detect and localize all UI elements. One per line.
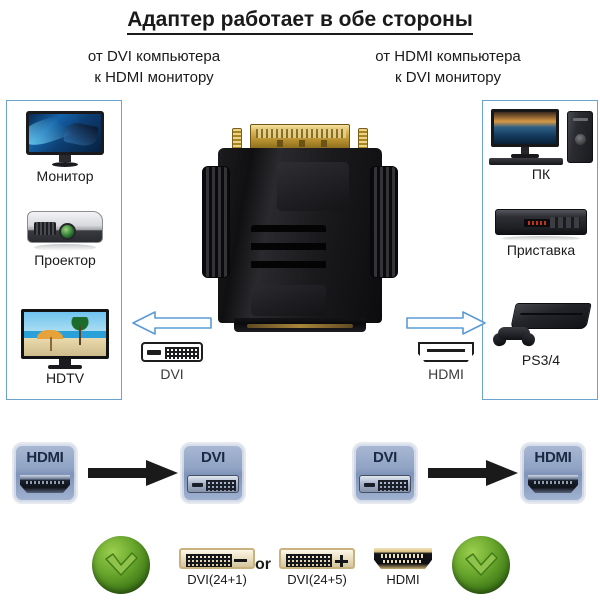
subtitle-right-line2: к DVI монитору <box>395 69 501 86</box>
adapter-thumbscrew-right <box>358 128 368 150</box>
adapter-body <box>218 148 382 323</box>
dvi-port-icon <box>187 475 239 493</box>
set-top-box-icon <box>483 209 599 241</box>
right-devices-panel: ПК Приставка PS3/4 <box>482 100 598 400</box>
footer-dvi-24-5: DVI(24+5) <box>272 548 362 587</box>
dvi-24-5-label: DVI(24+5) <box>287 572 347 587</box>
hdmi-port-icon <box>20 475 70 493</box>
dvi-port-icon <box>359 475 411 493</box>
badge-hdmi-target: HDMI <box>520 442 586 504</box>
adapter-grip-right <box>370 166 398 278</box>
dvi-24-1-label: DVI(24+1) <box>187 572 247 587</box>
badge-hdmi-source: HDMI <box>12 442 78 504</box>
flow-left: DVI <box>124 310 220 382</box>
subtitle-left-line1: от DVI компьютера <box>87 48 221 65</box>
device-set-top-box: Приставка <box>483 209 599 258</box>
checkmark-glyph-right <box>465 552 498 576</box>
footer-hdmi-label: HDMI <box>386 572 420 587</box>
green-check-icon-right <box>452 536 510 594</box>
device-set-top-box-label: Приставка <box>506 242 576 258</box>
arrow-left-icon <box>132 311 212 335</box>
flow-left-label: DVI <box>160 366 184 382</box>
projector-icon <box>7 211 123 251</box>
subtitle-right-line1: от HDMI компьютера <box>375 48 521 65</box>
badge-dvi-target: DVI <box>180 442 246 504</box>
adapter-thumbscrew-left <box>232 128 242 150</box>
badge-dvi-target-label: DVI <box>200 449 226 466</box>
device-hdtv-label: HDTV <box>45 370 85 386</box>
flow-right: HDMI <box>398 310 494 382</box>
green-check-icon-left <box>92 536 150 594</box>
footer-hdmi: HDMI <box>368 548 438 587</box>
dvi-24-1-connector-icon <box>179 548 255 569</box>
dvi-connector-icon <box>141 342 203 362</box>
subtitle-left: от DVI компьютера к HDMI монитору <box>24 46 284 88</box>
hdtv-icon <box>7 309 123 369</box>
device-pc: ПК <box>483 109 599 182</box>
device-monitor: Монитор <box>7 111 123 184</box>
badge-dvi-source-label: DVI <box>372 449 398 466</box>
subtitle-right: от HDMI компьютера к DVI монитору <box>318 46 578 88</box>
left-devices-panel: Монитор Проектор HDTV <box>6 100 122 400</box>
or-separator-label: or <box>255 556 271 573</box>
arrow-right-icon <box>406 311 486 335</box>
adapter-dvi-male-connector <box>250 124 350 150</box>
dvi-to-hdmi-adapter-photo <box>202 112 398 367</box>
computer-monitor-icon <box>7 111 123 167</box>
badge-dvi-source: DVI <box>352 442 418 504</box>
device-hdtv: HDTV <box>7 309 123 386</box>
page-title-text: Адаптер работает в обе стороны <box>127 8 473 35</box>
device-projector-label: Проектор <box>34 252 96 268</box>
desktop-pc-icon <box>483 109 599 165</box>
dvi-24-5-connector-icon <box>279 548 355 569</box>
page-title: Адаптер работает в обе стороны <box>0 8 600 35</box>
badge-hdmi-source-label: HDMI <box>26 449 64 466</box>
black-arrow-right-icon-1 <box>88 460 178 486</box>
adapter-hdmi-female-port <box>234 318 366 332</box>
device-console-label: PS3/4 <box>521 352 561 368</box>
footer-dvi-24-1: DVI(24+1) <box>172 548 262 587</box>
flow-right-label: HDMI <box>428 366 464 382</box>
hdmi-connector-icon <box>418 342 474 362</box>
badge-hdmi-target-label: HDMI <box>534 449 572 466</box>
black-arrow-right-icon-2 <box>428 460 518 486</box>
subtitle-left-line2: к HDMI монитору <box>94 69 214 86</box>
hdmi-gold-connector-icon <box>374 548 432 569</box>
checkmark-glyph-left <box>105 552 138 576</box>
device-projector: Проектор <box>7 211 123 268</box>
device-console: PS3/4 <box>483 301 599 368</box>
device-pc-label: ПК <box>531 166 551 182</box>
hdmi-port-icon <box>528 475 578 493</box>
game-console-icon <box>483 301 599 351</box>
device-monitor-label: Монитор <box>36 168 94 184</box>
adapter-grip-left <box>202 166 230 278</box>
